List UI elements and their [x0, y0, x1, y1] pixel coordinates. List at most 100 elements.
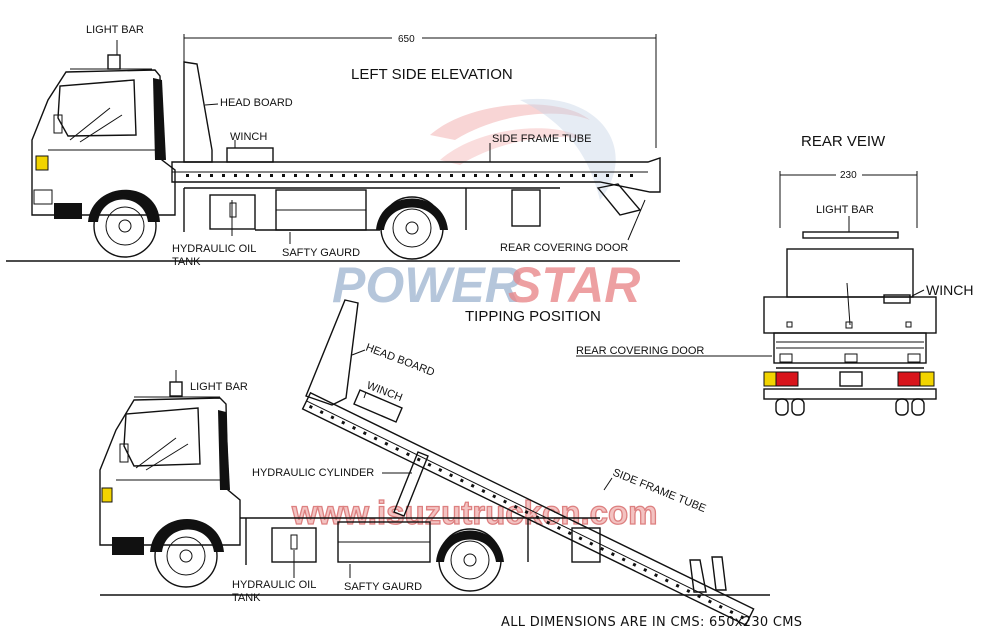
- tipping-label-safety-guard: SAFTY GAURD: [344, 581, 422, 593]
- frame-tube-mark: [222, 174, 225, 177]
- frame-tube-mark: [481, 489, 486, 494]
- frame-tube-mark: [426, 174, 429, 177]
- frame-tube-mark: [558, 174, 561, 177]
- frame-tube-mark: [498, 174, 501, 177]
- tipping-label-hydraulic-oil-tank-2: TANK: [232, 592, 261, 604]
- frame-tube-mark: [513, 504, 518, 509]
- frame-tube-mark: [354, 174, 357, 177]
- frame-tube-mark: [427, 462, 432, 467]
- frame-tube-mark: [414, 174, 417, 177]
- frame-tube-mark: [402, 174, 405, 177]
- frame-tube-mark: [740, 615, 745, 620]
- tipping-label-head-board: HEAD BOARD: [364, 342, 436, 379]
- dimensions-note: ALL DIMENSIONS ARE IN CMS: 650x230 CMS: [501, 615, 802, 630]
- side-elevation-title: LEFT SIDE ELEVATION: [351, 66, 513, 83]
- tipping-rear-wheel: [438, 528, 502, 592]
- label-light-bar: LIGHT BAR: [86, 24, 144, 36]
- tipping-headlight: [101, 487, 113, 503]
- frame-tube-mark: [600, 546, 605, 551]
- frame-tube-mark: [450, 174, 453, 177]
- flatbed-deck: [171, 157, 661, 193]
- cab-outline: [31, 69, 176, 216]
- frame-tube-mark: [390, 174, 393, 177]
- frame-tube-mark: [378, 174, 381, 177]
- frame-tube-mark: [246, 174, 249, 177]
- frame-tube-mark: [342, 174, 345, 177]
- tipping-position-title: TIPPING POSITION: [465, 308, 601, 325]
- tipping-label-hydraulic-cylinder: HYDRAULIC CYLINDER: [252, 467, 374, 479]
- tipping-front-wheel: [154, 524, 218, 588]
- frame-tube-mark: [186, 174, 189, 177]
- frame-tube-mark: [534, 174, 537, 177]
- rear-ramp-leg: [596, 183, 642, 216]
- rear-tool-box: [511, 189, 541, 227]
- frame-tube-mark: [366, 174, 369, 177]
- label-safety-guard: SAFTY GAURD: [282, 247, 360, 259]
- frame-tube-mark: [352, 425, 357, 430]
- frame-tube-mark: [686, 589, 691, 594]
- rear-label-winch: WINCH: [926, 282, 973, 298]
- rear-amber-lamp-right: [919, 371, 935, 387]
- label-hydraulic-oil-tank: HYDRAULIC OIL: [172, 243, 256, 255]
- frame-tube-mark: [610, 552, 615, 557]
- frame-tube-mark: [470, 483, 475, 488]
- frame-tube-mark: [729, 610, 734, 615]
- cab-window: [57, 79, 137, 137]
- tipping-head-board: [305, 299, 359, 406]
- front-wheel-arch: [88, 189, 160, 222]
- frame-tube-mark: [362, 431, 367, 436]
- powerstar-watermark: POWER STAR: [332, 98, 640, 313]
- frame-tube-mark: [282, 174, 285, 177]
- rear-covering-door: [773, 332, 927, 364]
- frame-tube-mark: [664, 578, 669, 583]
- label-winch: WINCH: [230, 131, 267, 143]
- frame-tube-mark: [405, 452, 410, 457]
- frame-tube-mark: [618, 174, 621, 177]
- frame-tube-mark: [270, 174, 273, 177]
- tipping-flatbed-deck: [301, 391, 755, 627]
- frame-tube-mark: [306, 174, 309, 177]
- frame-tube-mark: [210, 174, 213, 177]
- frame-tube-mark: [675, 583, 680, 588]
- headlight: [35, 155, 49, 171]
- frame-tube-mark: [459, 478, 464, 483]
- rear-red-lamp-left: [775, 371, 799, 387]
- frame-tube-mark: [234, 174, 237, 177]
- rear-label-light-bar: LIGHT BAR: [816, 204, 874, 216]
- front-wheel: [93, 194, 157, 258]
- frame-tube-mark: [462, 174, 465, 177]
- frame-tube-mark: [510, 174, 513, 177]
- frame-tube-mark: [546, 520, 551, 525]
- frame-tube-mark: [416, 457, 421, 462]
- frame-tube-mark: [373, 436, 378, 441]
- rear-light-bar: [802, 231, 899, 239]
- frame-tube-mark: [486, 174, 489, 177]
- frame-tube-mark: [570, 174, 573, 177]
- label-rear-covering-door: REAR COVERING DOOR: [500, 242, 628, 254]
- length-dimension: 650: [398, 34, 415, 45]
- frame-tube-mark: [524, 510, 529, 515]
- width-dimension: 230: [840, 170, 857, 181]
- tipping-winch: [353, 389, 403, 423]
- frame-tube-mark: [384, 441, 389, 446]
- rear-wheel: [380, 196, 444, 260]
- side-frame-tube-marks: [186, 174, 633, 177]
- winch: [226, 147, 274, 163]
- frame-tube-mark: [567, 531, 572, 536]
- watermark-url: www.isuzutruckcn.com: [291, 494, 658, 531]
- frame-tube-mark: [718, 604, 723, 609]
- frame-tube-mark: [438, 468, 443, 473]
- watermark-power: POWER: [332, 257, 521, 313]
- tipping-light-bar: [169, 381, 183, 397]
- frame-tube-mark: [318, 174, 321, 177]
- frame-tube-mark: [621, 557, 626, 562]
- frame-tube-mark: [449, 473, 454, 478]
- frame-tube-mark: [578, 536, 583, 541]
- head-board: [183, 61, 213, 163]
- frame-tube-mark: [503, 499, 508, 504]
- tipping-cab-outline: [99, 397, 241, 546]
- frame-tube-mark: [395, 446, 400, 451]
- frame-tube-mark: [589, 541, 594, 546]
- frame-tube-mark: [198, 174, 201, 177]
